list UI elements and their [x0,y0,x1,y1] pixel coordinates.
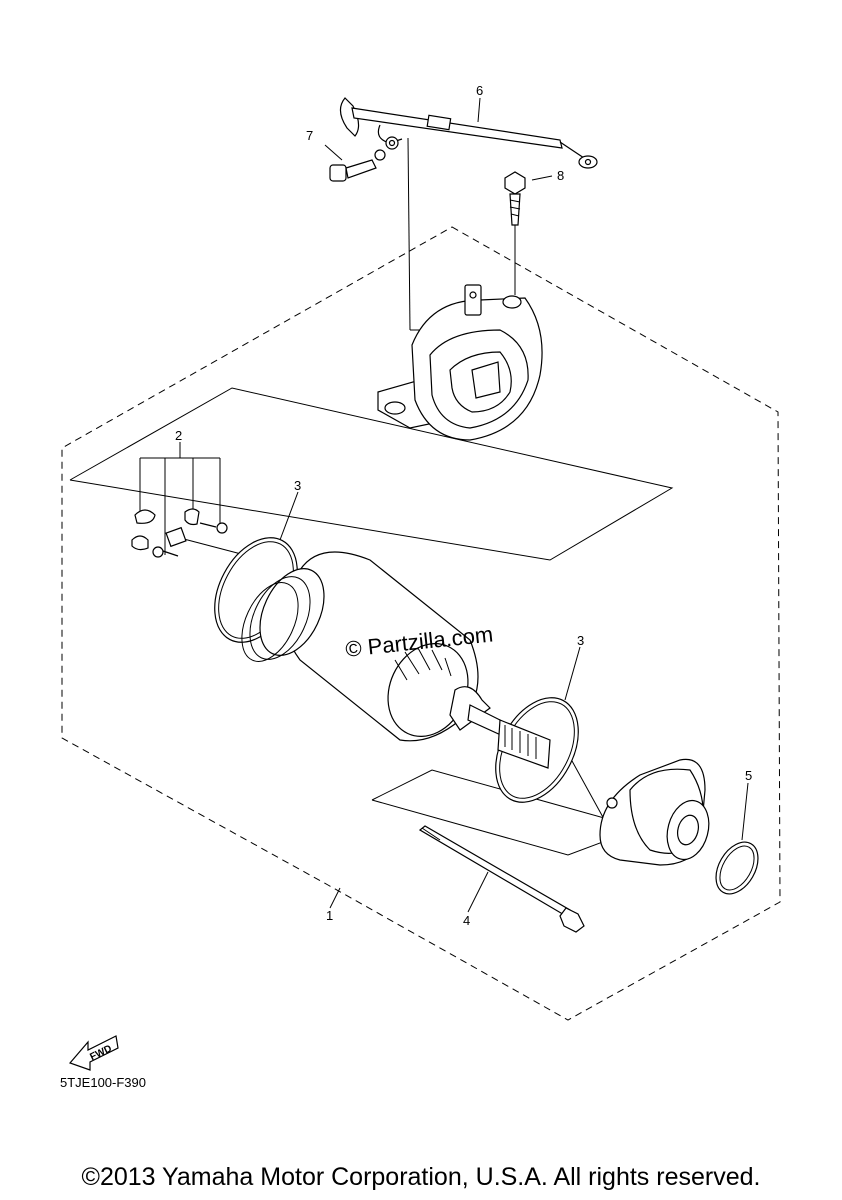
diagram-reference-code: 5TJE100-F390 [60,1075,146,1090]
starter-housing [377,284,543,441]
housing-group-outline [69,387,674,561]
callout-3-lower: 3 [577,633,584,648]
callout-7: 7 [306,128,313,143]
svg-text:FWD: FWD [88,1043,113,1063]
through-bolt-4 [418,825,585,933]
callout-4: 4 [463,913,470,928]
bolt-8 [504,171,526,226]
brush-set [131,508,228,558]
assembly-boundary [61,226,781,1021]
callout-1: 1 [326,908,333,923]
callout-3-upper: 3 [294,478,301,493]
starter-front-cover [599,758,710,866]
fwd-arrow-icon: FWD [68,1035,119,1071]
starter-motor-yoke [241,551,551,769]
copyright-notice: ©2013 Yamaha Motor Corporation, U.S.A. A… [81,1163,761,1191]
callout-6: 6 [476,83,483,98]
callout-8: 8 [557,168,564,183]
bolt-7 [329,149,386,182]
callout-5: 5 [745,768,752,783]
o-ring-5 [715,841,759,895]
callout-2: 2 [175,428,182,443]
o-ring-5-inner [719,845,755,891]
starter-cable [339,97,598,169]
